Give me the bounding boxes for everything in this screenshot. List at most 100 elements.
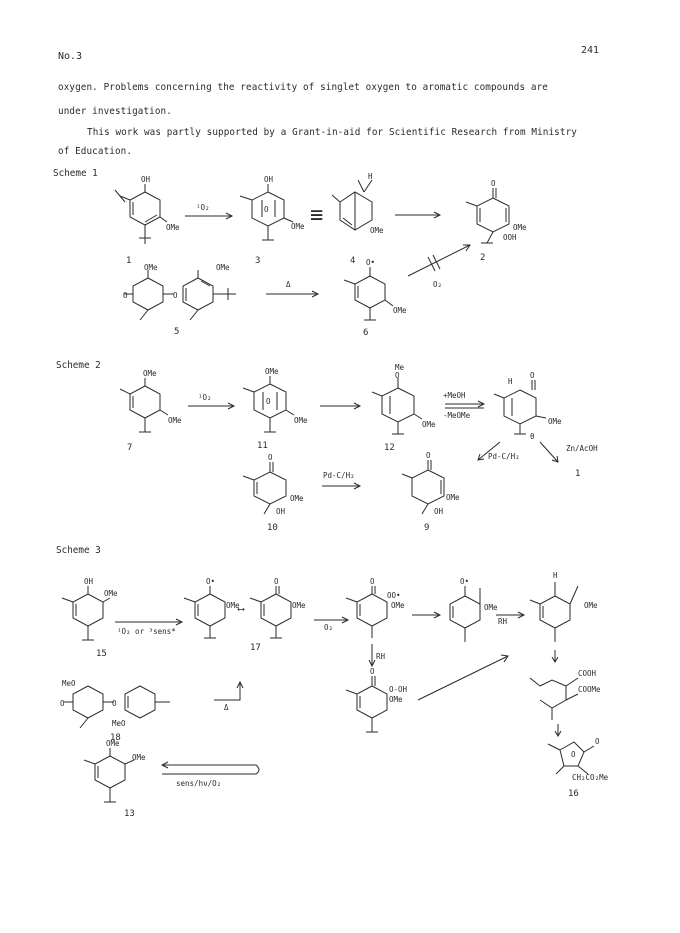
- compound-7-structure: [119, 378, 169, 433]
- oh-label: OH: [434, 507, 444, 516]
- scheme-3-figure: OH OMe 15 ¹O₂ or ³sens* O• OMe ⟷ O OMe 1…: [60, 571, 609, 819]
- carbonyl-o-label: O: [595, 737, 600, 746]
- compound-number-13: 13: [124, 809, 135, 819]
- ome-label: OMe: [391, 601, 405, 610]
- oxy-radical-label: O•: [206, 577, 215, 586]
- oxygen-reagent: O₂: [433, 280, 442, 289]
- compound-12-structure: [371, 378, 423, 435]
- compound-number-4: 4: [350, 256, 355, 266]
- peroxy-radical-structure: [345, 586, 388, 638]
- compound-10-structure: [242, 462, 287, 515]
- ether-o-label: O: [173, 291, 178, 300]
- peroxide-o-label: O: [264, 205, 269, 214]
- peroxide-o-label: O•: [460, 577, 469, 586]
- hydroperoxy-label: O-OH: [389, 685, 408, 694]
- compound-number-6: 6: [363, 328, 368, 338]
- compound-number-15: 15: [96, 649, 107, 659]
- oh-label: OH: [141, 175, 151, 184]
- ome-label: OMe: [292, 601, 306, 610]
- meo-label: MeO: [62, 679, 76, 688]
- heat-symbol: Δ: [286, 280, 291, 289]
- compound-15-structure: [61, 586, 111, 641]
- singlet-oxygen-reagent: ¹O₂: [196, 203, 210, 212]
- pd-c-hydrogen-reagent: Pd-C/H₂: [323, 471, 355, 480]
- compound-number-17: 17: [250, 643, 261, 653]
- oh-label: OH: [276, 507, 286, 516]
- photosensitized-oxygenation: sens/hν/O₂: [176, 779, 221, 788]
- carbonyl-o-label: O: [123, 291, 128, 300]
- equivalence-sign: ≡: [310, 203, 323, 228]
- ome-label: OMe: [104, 589, 118, 598]
- ooh-label: OOH: [503, 233, 517, 242]
- pd-c-hydrogen-reagent: Pd-C/H₂: [488, 452, 520, 461]
- carboxylic-acid-label: COOH: [578, 669, 597, 678]
- oh-label: OH: [84, 577, 94, 586]
- phenoxy-radical-structure: [183, 586, 226, 639]
- carbonyl-o-label: O: [274, 577, 279, 586]
- carbonyl-o-label: O: [426, 451, 431, 460]
- meo-label: MeO: [112, 719, 126, 728]
- ome-label: OMe: [294, 416, 308, 425]
- compound-number-18: 18: [110, 733, 121, 743]
- compound-number-10: 10: [267, 523, 278, 533]
- heat-symbol: θ: [530, 432, 535, 441]
- scheme-2-figure: OMe OMe 7 ¹O₂ OMe O OMe 11 Me O OMe 12 +…: [119, 363, 598, 533]
- ome-label: OMe: [370, 226, 384, 235]
- hydrogen-label: H: [553, 571, 558, 580]
- carbonyl-o-label: O: [370, 577, 375, 586]
- page-number: 241: [581, 45, 600, 56]
- body-text-line: under investigation.: [58, 106, 172, 117]
- compound-number-2: 2: [480, 253, 485, 263]
- compound-number-16: 16: [568, 789, 579, 799]
- compound-5-structure: [124, 270, 236, 321]
- ome-label: OMe: [226, 601, 240, 610]
- ome-label: OMe: [584, 601, 598, 610]
- singlet-or-triplet-sensitizer: ¹O₂ or ³sens*: [117, 627, 176, 636]
- ome-label: OMe: [166, 223, 180, 232]
- ring-o-label: O: [571, 750, 576, 759]
- methyl-ester-label: COOMe: [578, 685, 601, 694]
- singlet-oxygen-reagent: ¹O₂: [198, 393, 212, 402]
- compound-2-structure: [465, 188, 510, 244]
- scheme-3-label: Scheme 3: [56, 545, 101, 556]
- compound-3-structure: [239, 184, 294, 241]
- compound-number-5: 5: [174, 327, 179, 337]
- compound-16-structure: [547, 741, 595, 775]
- ome-label: OMe: [132, 753, 146, 762]
- rh-reagent: RH: [376, 652, 386, 661]
- carbonyl-o-label: O: [491, 179, 496, 188]
- methanol-addition: +MeOH: [443, 391, 466, 400]
- oxygen-label: O: [395, 371, 400, 380]
- dimethyl-ether-removal: -MeOMe: [443, 411, 471, 420]
- methyl-label: Me: [395, 363, 405, 372]
- scheme-1-figure: OH OMe 1 ¹O₂ OH O OMe 3 ≡ H OMe 4: [114, 172, 527, 338]
- compound-ketone-structure: [493, 380, 547, 435]
- hydroperoxide-structure: [529, 582, 579, 642]
- ome-label: OMe: [548, 417, 562, 426]
- carbonyl-o-label: O: [268, 453, 273, 462]
- carbonyl-o-label: O: [370, 667, 375, 676]
- oxy-radical-label: O•: [366, 258, 375, 267]
- body-text-line: oxygen. Problems concerning the reactivi…: [58, 82, 548, 93]
- body-text-line: of Education.: [58, 146, 133, 157]
- ketone-hydroperoxide-structure: [345, 676, 388, 733]
- ome-label: OMe: [144, 263, 158, 272]
- compound-1-structure: [114, 184, 168, 244]
- hydrogen-label: H: [368, 172, 373, 181]
- heat-symbol: Δ: [224, 703, 229, 712]
- compound-17-structure: [249, 586, 292, 639]
- ome-label: OMe: [265, 367, 279, 376]
- resonance-arrow: ⟷: [237, 604, 245, 615]
- ome-label: OMe: [216, 263, 230, 272]
- compound-number-7: 7: [127, 443, 132, 453]
- oh-label: OH: [264, 175, 274, 184]
- zinc-acetic-acid-reagent: Zn/AcOH: [566, 444, 598, 453]
- compound-number-3: 3: [255, 256, 260, 266]
- hydrogen-label: H: [508, 377, 513, 386]
- ch2co2me-label: CH₂CO₂Me: [572, 773, 609, 782]
- compound-number-1: 1: [575, 469, 580, 479]
- compound-11-structure: [242, 376, 295, 433]
- ome-label: OMe: [290, 494, 304, 503]
- compound-4-structure: [331, 179, 373, 231]
- journal-issue: No.3: [58, 51, 83, 62]
